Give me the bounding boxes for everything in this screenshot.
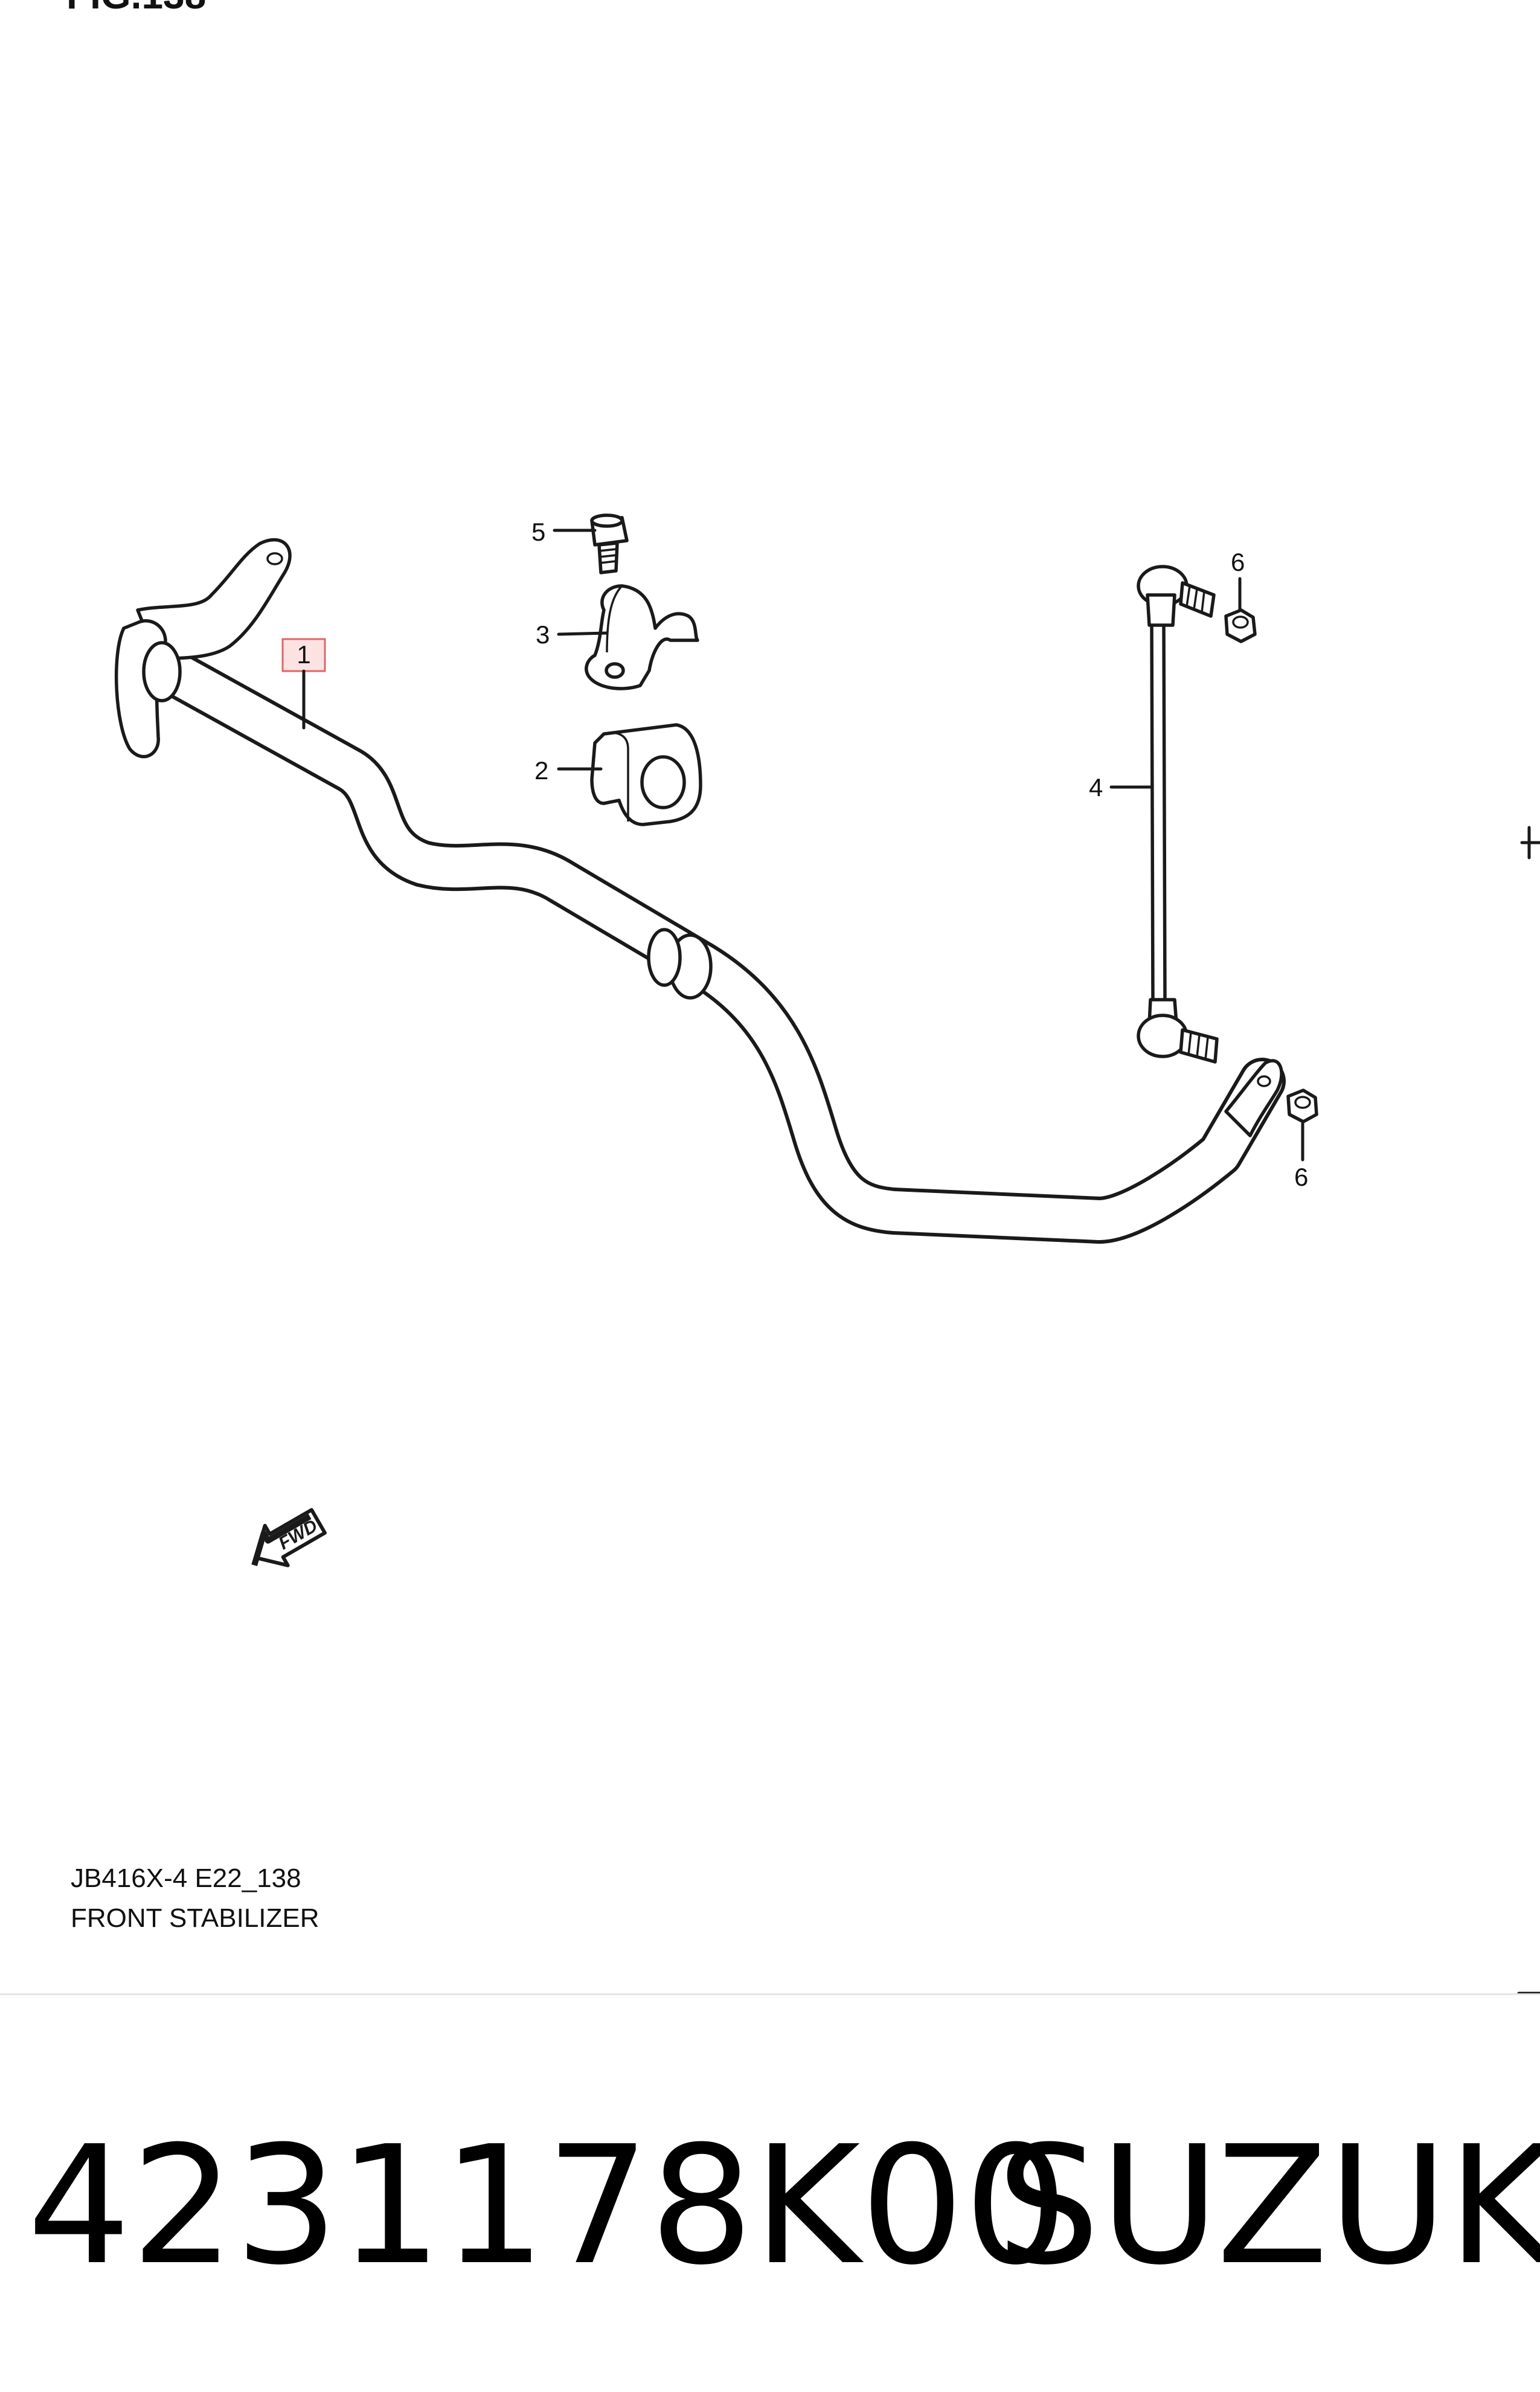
- stabilizer-bar: [114, 538, 1286, 1244]
- callout-3[interactable]: 3: [536, 620, 609, 649]
- callout-6-lower[interactable]: 6: [1294, 1122, 1308, 1191]
- stabilizer-link: [1137, 565, 1219, 1064]
- brand-name: SUZUKI: [996, 2111, 1540, 2301]
- bracket-bolt: [590, 513, 629, 574]
- diagram-title: FRONT STABILIZER: [71, 1903, 319, 1933]
- callout-5[interactable]: 5: [531, 518, 597, 546]
- diagram-code: JB416X-4 E22_138: [71, 1863, 301, 1893]
- svg-text:4: 4: [1089, 773, 1103, 802]
- link-nut-upper: [1224, 608, 1257, 643]
- svg-text:1: 1: [297, 640, 310, 669]
- figure-header: FIG.138: [66, 0, 206, 17]
- footer-divider: [0, 1993, 1540, 1995]
- callout-4[interactable]: 4: [1089, 773, 1152, 802]
- callout-2[interactable]: 2: [534, 756, 603, 785]
- svg-text:5: 5: [531, 518, 545, 546]
- svg-text:6: 6: [1231, 548, 1245, 576]
- callout-6-upper[interactable]: 6: [1231, 548, 1245, 612]
- stabilizer-bushing: [590, 723, 702, 826]
- svg-text:6: 6: [1294, 1163, 1308, 1191]
- margin-mark: [1520, 826, 1540, 860]
- stabilizer-bracket: [585, 584, 699, 690]
- svg-text:3: 3: [536, 620, 550, 649]
- part-number: 4231178K00: [27, 2111, 1068, 2301]
- link-nut-lower: [1286, 1088, 1318, 1124]
- callout-1[interactable]: 1: [281, 638, 326, 730]
- forward-arrow-icon: FWD: [251, 1508, 327, 1567]
- svg-text:2: 2: [534, 756, 548, 785]
